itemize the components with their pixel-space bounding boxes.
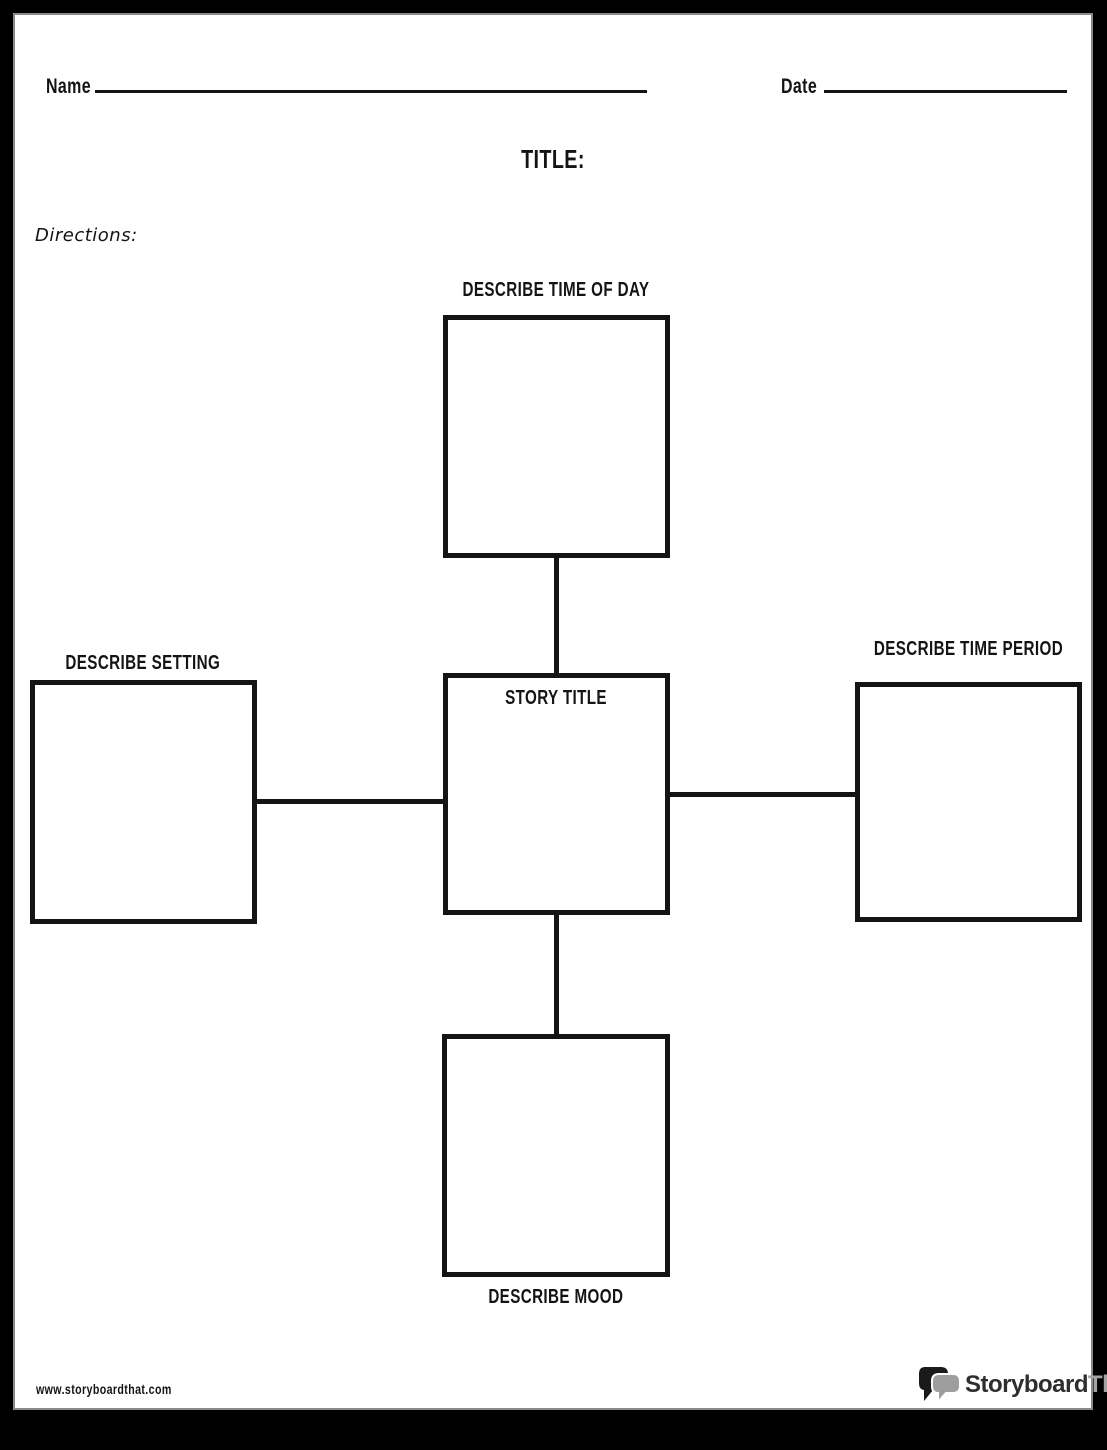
bottom-node-label: DESCRIBE MOOD xyxy=(488,1286,624,1308)
setting-box[interactable] xyxy=(30,680,257,924)
time-period-box[interactable] xyxy=(855,682,1082,922)
date-input-line[interactable] xyxy=(824,90,1067,93)
storyboardthat-logo: StoryboardThat xyxy=(916,1363,1107,1407)
left-node-label: DESCRIBE SETTING xyxy=(65,652,221,674)
time-of-day-box[interactable] xyxy=(443,315,670,558)
name-label: Name xyxy=(46,75,91,98)
worksheet-title: TITLE: xyxy=(521,144,585,174)
top-node-label: DESCRIBE TIME OF DAY xyxy=(462,279,650,301)
speech-bubbles-icon xyxy=(916,1363,962,1407)
mood-box[interactable] xyxy=(442,1034,670,1277)
directions-label: Directions: xyxy=(35,225,138,246)
story-title-label: STORY TITLE xyxy=(505,687,608,709)
right-node-label: DESCRIBE TIME PERIOD xyxy=(873,638,1063,660)
story-title-box[interactable]: STORY TITLE xyxy=(443,673,670,915)
logo-text: StoryboardThat xyxy=(965,1371,1107,1398)
connector-left xyxy=(256,799,444,804)
connector-right xyxy=(669,792,856,797)
connector-top xyxy=(554,557,559,675)
connector-bottom xyxy=(554,914,559,1036)
worksheet-page: Name Date TITLE: Directions: DESCRIBE TI… xyxy=(13,13,1107,1410)
date-label: Date xyxy=(781,75,818,98)
name-input-line[interactable] xyxy=(95,90,647,93)
website-url: www.storyboardthat.com xyxy=(36,1381,172,1397)
